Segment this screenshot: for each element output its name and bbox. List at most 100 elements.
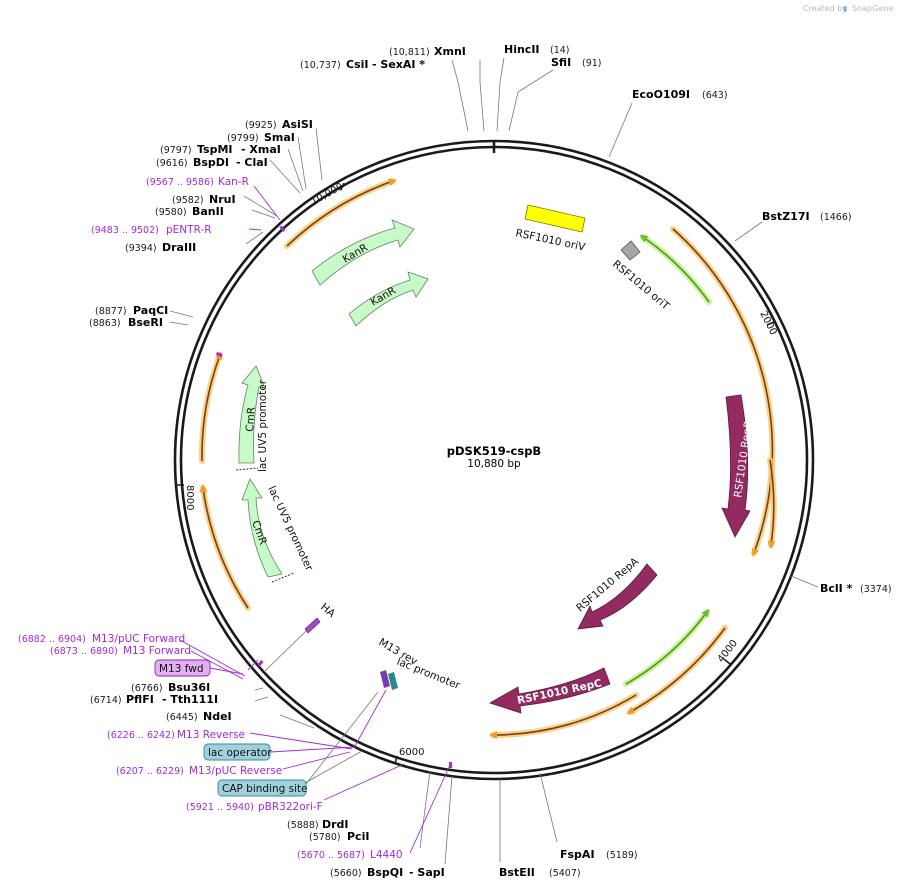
site-bsteii-name[interactable]: BstEII — [499, 866, 535, 879]
site-sfii-pos: (91) — [582, 58, 602, 69]
site-bspqi-name[interactable]: BspQI — [367, 866, 403, 879]
site-ndei-name[interactable]: NdeI — [203, 710, 232, 723]
primer-m13-fwd-name[interactable]: M13 Forward — [123, 645, 191, 657]
ha-tag-feature[interactable] — [304, 617, 321, 634]
kanr-arrow-1[interactable] — [311, 219, 415, 286]
site-fspai-pos: (5189) — [606, 850, 638, 861]
site-fspai-name[interactable]: FspAI — [560, 848, 595, 861]
site-eco0109i-pos: (643) — [702, 90, 728, 101]
rsf1010-repc-arrow[interactable] — [489, 667, 611, 714]
site-csii-name[interactable]: CsiI — [346, 58, 368, 71]
primer-mark-kanr — [279, 225, 286, 232]
site-banii-name[interactable]: BanII — [192, 205, 224, 218]
green-orf-top[interactable] — [639, 234, 712, 305]
site-tspmi-name[interactable]: TspMI — [197, 143, 233, 156]
cap-binding-site-leader — [305, 691, 379, 785]
m13-rev-feature[interactable] — [380, 670, 390, 688]
site-xmai-name[interactable]: - XmaI — [241, 143, 281, 156]
cmr-arrow-2[interactable] — [241, 478, 283, 578]
site-bseri-name[interactable]: BseRI — [128, 316, 163, 329]
tick-10000-mark — [340, 182, 345, 191]
rsf1010-repb-arrow[interactable] — [721, 394, 751, 538]
site-draiii-pos: (9394) — [125, 243, 157, 254]
rsf1010-repc-label: RSF1010 RepC — [516, 677, 603, 707]
site-sfii-name[interactable]: SfiI — [551, 56, 571, 69]
credit-brand: SnapGene — [852, 4, 893, 13]
cap-binding-site-box[interactable] — [217, 779, 307, 797]
site-bspdi-name[interactable]: BspDI — [193, 156, 229, 169]
orf-arc-left-top[interactable] — [198, 351, 223, 464]
orf-arc-bottom[interactable] — [489, 692, 639, 739]
site-drdi-name[interactable]: DrdI — [322, 818, 349, 831]
site-banii-pos: (9580) — [155, 207, 187, 218]
rsf1010-oriv-feature[interactable] — [524, 204, 586, 233]
site-smai-name[interactable]: SmaI — [264, 131, 295, 144]
rsf1010-oriv-label: RSF1010 oriV — [514, 227, 587, 254]
site-draiii-name[interactable]: DraIII — [162, 241, 196, 254]
primer-pentr-name[interactable]: pENTR-R — [166, 224, 212, 236]
credit-prefix: Created by — [803, 4, 847, 13]
site-nrui-name[interactable]: NruI — [209, 193, 236, 206]
site-bspqi-pos: (5660) — [330, 868, 362, 879]
tick-8000-label: 8000 — [184, 485, 195, 510]
cmr-arrow-1[interactable] — [238, 365, 266, 464]
tick-6000-mark — [394, 755, 398, 765]
primer-m13-fwd-pos: (6873 .. 6890) — [50, 646, 118, 657]
lac-uv5-promoter-b-mark[interactable] — [271, 572, 295, 583]
site-xmni-name[interactable]: XmnI — [434, 45, 466, 58]
kanr-arrow-2[interactable] — [348, 271, 429, 327]
primer-m13puc-rev-name[interactable]: M13/pUC Reverse — [189, 765, 282, 777]
snapgene-logo-icon: ◖ — [843, 4, 847, 13]
cmr-label-1: CmR — [244, 407, 258, 433]
site-asisi-name[interactable]: AsiSI — [282, 118, 313, 131]
rsf1010-repa-arrow[interactable] — [577, 563, 658, 630]
ha-tag-label: HA — [318, 601, 338, 620]
primer-pbr322-pos: (5921 .. 5940) — [186, 802, 254, 813]
site-bsu36i-pos: (6766) — [131, 683, 163, 694]
lac-operator-box-label: lac operator — [208, 747, 272, 759]
rsf1010-orit-label: RSF1010 oriT — [610, 258, 672, 313]
tick-6000-label: 6000 — [399, 747, 424, 758]
primer-kanr-pos: (9567 .. 9586) — [146, 177, 214, 188]
orf-arc-right-short[interactable] — [767, 457, 777, 549]
site-bcli-name[interactable]: BclI * — [820, 582, 853, 595]
green-orf-bottom[interactable] — [623, 608, 710, 687]
primer-pentr-pos: (9483 .. 9502) — [91, 225, 159, 236]
tick-4000-mark — [723, 658, 731, 665]
primer-m13-rev-name[interactable]: M13 Reverse — [177, 729, 245, 741]
orf-arc-left-bottom[interactable] — [199, 484, 251, 611]
site-bsteii-pos: (5407) — [549, 868, 581, 879]
site-tth111i-name[interactable]: - Tth111I — [162, 693, 218, 706]
site-sapi-name[interactable]: - SapI — [409, 866, 445, 879]
orf-arc-bottom-right-a[interactable] — [626, 625, 728, 715]
site-bseri-pos: (8863) — [89, 318, 121, 329]
site-pcii-pos: (5780) — [309, 832, 341, 843]
primer-pbr322-name[interactable]: pBR322ori-F — [258, 801, 323, 813]
lac-uv5-promoter-a-mark[interactable] — [235, 467, 259, 471]
primer-m13puc-fwd-pos: (6882 .. 6904) — [18, 634, 86, 645]
kanr-label-2: KanR — [369, 285, 398, 309]
site-clai-name[interactable]: - ClaI — [236, 156, 268, 169]
site-paqci-name[interactable]: PaqCI — [133, 304, 168, 317]
tick-2000-mark — [766, 321, 775, 326]
site-pcii-name[interactable]: PciI — [347, 830, 369, 843]
lac-promoter-feature[interactable] — [388, 672, 398, 690]
site-pflfi-name[interactable]: PflFI — [126, 693, 154, 706]
site-sexai-name[interactable]: - SexAI * — [372, 58, 425, 71]
site-csii-pos: (10,737) — [300, 60, 341, 71]
primer-l4440-name[interactable]: L4440 — [370, 849, 403, 861]
orf-arc-right[interactable] — [670, 226, 776, 557]
primer-m13puc-fwd-name[interactable]: M13/pUC Forward — [92, 633, 185, 645]
site-eco0109i-name[interactable]: EcoO109I — [632, 88, 690, 101]
orf-arc-top[interactable] — [284, 178, 397, 249]
site-pflfi-pos: (6714) — [90, 695, 122, 706]
site-ndei-pos: (6445) — [166, 712, 198, 723]
site-bsu36i-name[interactable]: Bsu36I — [168, 681, 210, 694]
primer-kanr-name[interactable]: Kan-R — [218, 176, 249, 188]
site-bstz17i-name[interactable]: BstZ17I — [762, 210, 810, 223]
primer-leaders — [179, 185, 451, 854]
site-hincii-name[interactable]: HincII — [504, 43, 540, 56]
plasmid-name: pDSK519-cspB — [447, 444, 541, 458]
rsf1010-orit-feature[interactable] — [620, 240, 641, 261]
tick-4000-label: 4000 — [716, 638, 740, 665]
